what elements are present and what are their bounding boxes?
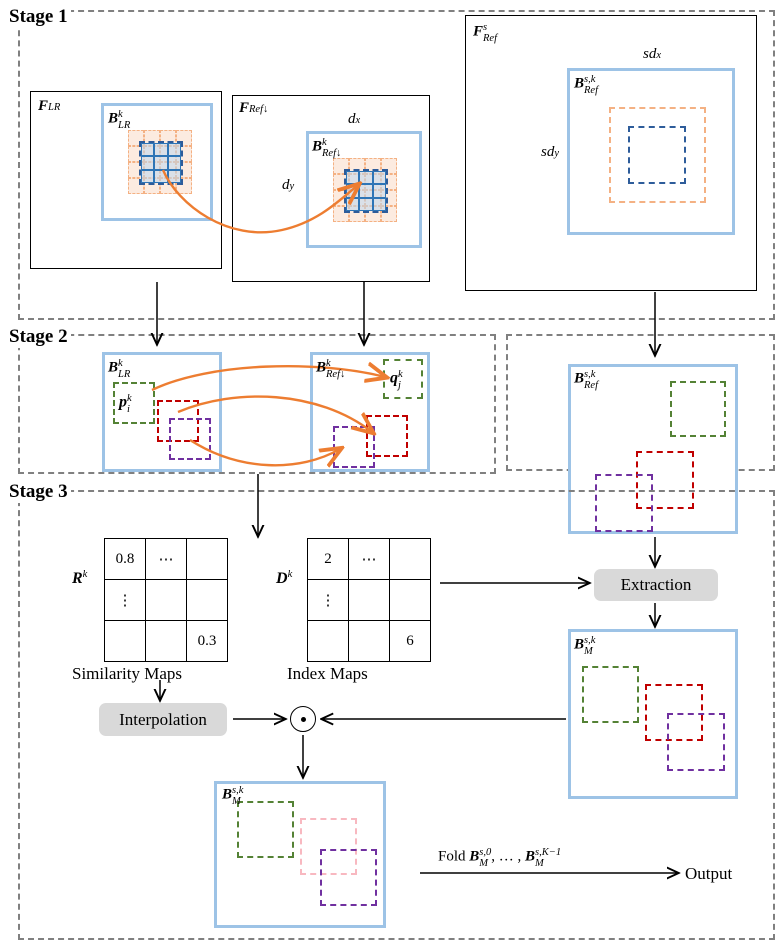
bm-green-patch <box>582 666 639 723</box>
idx-cell-0-1: ⋯ <box>348 538 390 580</box>
ref-sk-green-patch <box>670 381 726 437</box>
output-label: Output <box>685 864 733 883</box>
sd-x-label: sdx <box>643 46 662 62</box>
extraction-process-box[interactable]: Extraction <box>594 569 718 601</box>
idx-cell-0-2 <box>389 538 431 580</box>
table-row: 2 ⋯ <box>307 538 431 580</box>
idx-cell-2-1 <box>348 620 390 662</box>
sim-cell-2-2: 0.3 <box>186 620 228 662</box>
final-pink-patch <box>300 818 357 875</box>
b-lr-blue-outline <box>139 141 183 185</box>
sd-y-label: sdy <box>541 144 560 160</box>
stage-1-label: Stage 1 <box>6 6 71 28</box>
stage-3-label: Stage 3 <box>6 481 71 503</box>
table-row: ⋮ <box>104 579 228 621</box>
ref-purple-patch <box>333 426 375 468</box>
d-x-label: dx <box>348 111 361 127</box>
stage-2-container <box>18 334 496 474</box>
table-row: ⋮ <box>307 579 431 621</box>
idx-cell-1-2 <box>389 579 431 621</box>
q-j-green-patch <box>383 359 423 399</box>
ref-sk-red-patch <box>636 451 694 509</box>
f-ref-down-label: FRef↓ <box>239 100 269 116</box>
table-row: 0.8 ⋯ <box>104 538 228 580</box>
bm-red-patch <box>645 684 703 741</box>
index-symbol: Dk <box>276 569 293 587</box>
idx-cell-2-0 <box>307 620 349 662</box>
f-lr-label: FLR <box>38 98 61 114</box>
table-row: 6 <box>307 620 431 662</box>
sim-cell-1-1 <box>145 579 187 621</box>
index-maps-caption: Index Maps <box>287 664 368 683</box>
similarity-matrix: 0.8 ⋯ ⋮ 0.3 <box>104 538 228 662</box>
element-wise-multiply-icon <box>290 706 316 732</box>
idx-cell-1-0: ⋮ <box>307 579 349 621</box>
sim-cell-1-0: ⋮ <box>104 579 146 621</box>
sd-blue-patch <box>628 126 686 184</box>
index-matrix: 2 ⋯ ⋮ 6 <box>307 538 431 662</box>
interpolation-process-box[interactable]: Interpolation <box>99 703 227 736</box>
lr-purple-patch <box>169 418 211 460</box>
p-i-green-patch <box>113 382 155 424</box>
b-ref-down-blue-outline <box>344 169 388 213</box>
final-purple-patch <box>320 849 377 906</box>
ref-sk-purple-patch <box>595 474 653 532</box>
sim-cell-1-2 <box>186 579 228 621</box>
idx-cell-0-0: 2 <box>307 538 349 580</box>
stage-1-container <box>18 10 775 320</box>
stage-3-container <box>18 490 775 940</box>
sd-orange-patch <box>609 107 706 203</box>
b-ref-sk-stage1-box <box>567 68 735 235</box>
sim-cell-0-1: ⋯ <box>145 538 187 580</box>
table-row: 0.3 <box>104 620 228 662</box>
similarity-symbol: Rk <box>72 569 88 587</box>
sim-cell-2-0 <box>104 620 146 662</box>
similarity-maps-caption: Similarity Maps <box>72 664 183 683</box>
final-green-patch <box>237 801 294 858</box>
bm-purple-patch <box>667 713 725 771</box>
sim-cell-0-2 <box>186 538 228 580</box>
sim-cell-2-1 <box>145 620 187 662</box>
idx-cell-1-1 <box>348 579 390 621</box>
stage-2-label: Stage 2 <box>6 326 71 348</box>
idx-cell-2-2: 6 <box>389 620 431 662</box>
sim-cell-0-0: 0.8 <box>104 538 146 580</box>
d-y-label: dy <box>282 177 295 193</box>
